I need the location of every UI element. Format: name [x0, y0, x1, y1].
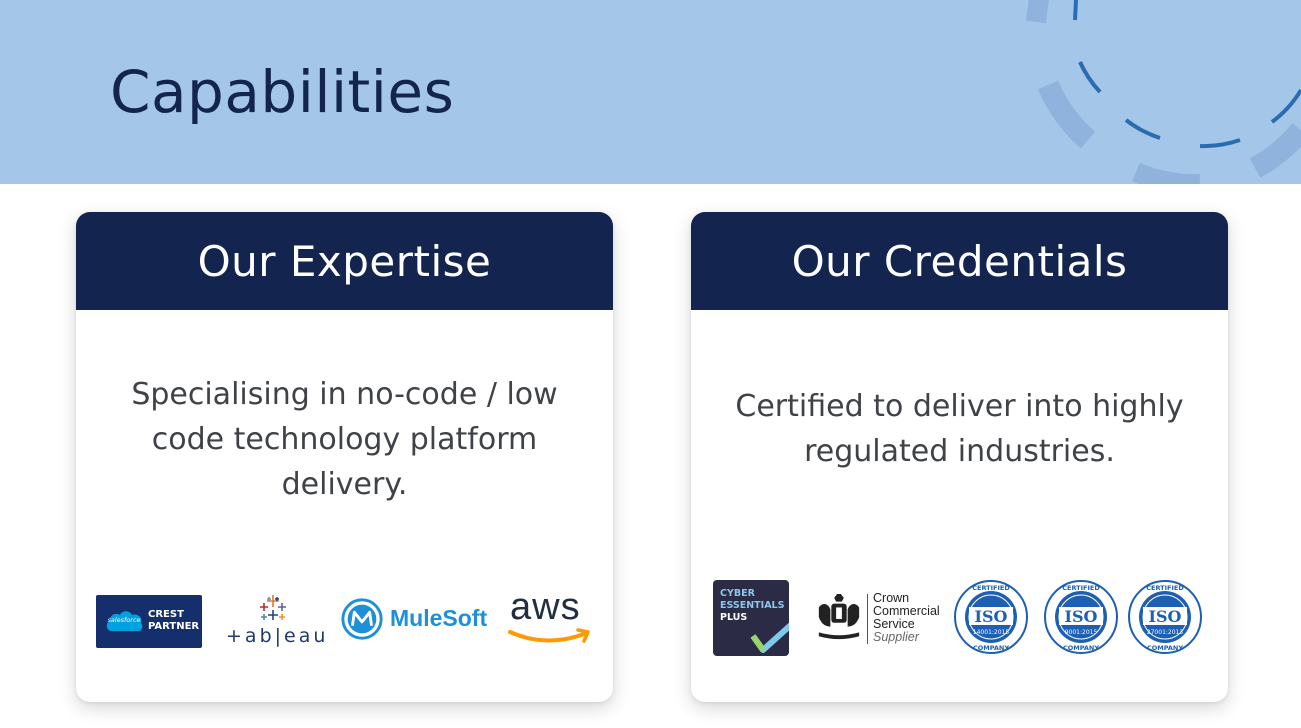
- ccs-divider: [867, 594, 868, 644]
- aws-smile-icon: [508, 628, 590, 643]
- credentials-card-header: Our Credentials: [691, 212, 1228, 310]
- iso-14001-badge: ISO 14001:2015 CERTIFIED COMPANY: [953, 579, 1029, 655]
- iso2-label: ISO: [1065, 607, 1098, 626]
- essentials-line: ESSENTIALS: [720, 600, 785, 611]
- decorative-arcs-icon: [1026, 0, 1301, 184]
- iso1-bottom: COMPANY: [973, 644, 1009, 652]
- tableau-crosses-icon: [260, 595, 286, 620]
- iso1-standard: 14001:2015: [973, 629, 1010, 636]
- salesforce-crest-partner-logo: salesforce CREST PARTNER: [96, 595, 202, 648]
- header-banner: Capabilities: [0, 0, 1301, 184]
- mulesoft-m-icon: [341, 598, 383, 640]
- iso-seal-icon: ISO 14001:2015 CERTIFIED COMPANY: [954, 580, 1028, 654]
- expertise-card-header: Our Expertise: [76, 212, 613, 310]
- iso-27001-badge: ISO 27001:2013 CERTIFIED COMPANY: [1127, 579, 1203, 655]
- salesforce-wordmark: salesforce: [107, 616, 141, 624]
- iso2-bottom: COMPANY: [1063, 644, 1099, 652]
- commercial-line: Commercial: [873, 604, 940, 618]
- salesforce-cloud-icon: [106, 611, 143, 632]
- iso-9001-badge: ISO 9001:2015 CERTIFIED COMPANY: [1043, 579, 1119, 655]
- supplier-line: Supplier: [873, 630, 919, 644]
- expertise-description: Specialising in no-code / low code techn…: [131, 377, 558, 502]
- crown-line: Crown: [873, 591, 910, 605]
- iso1-top: CERTIFIED: [972, 584, 1010, 592]
- iso-seal-icon: ISO 27001:2013 CERTIFIED COMPANY: [1128, 580, 1202, 654]
- plus-line: PLUS: [720, 612, 748, 623]
- expertise-card: Our Expertise Specialising in no-code / …: [76, 212, 613, 702]
- aws-wordmark: aws: [510, 586, 581, 628]
- iso3-label: ISO: [1149, 607, 1182, 626]
- iso3-standard: 27001:2013: [1147, 629, 1184, 636]
- cyber-essentials-plus-logo: CYBER ESSENTIALS PLUS: [713, 580, 789, 656]
- crest-label: CREST: [148, 609, 184, 620]
- mulesoft-logo: MuleSoft: [340, 596, 488, 642]
- iso1-label: ISO: [975, 607, 1008, 626]
- credentials-card: Our Credentials Certified to deliver int…: [691, 212, 1228, 702]
- credentials-description: Certified to deliver into highly regulat…: [735, 389, 1184, 469]
- tableau-wordmark: +ab|eau: [226, 625, 329, 647]
- crown-commercial-service-logo: Crown Commercial Service Supplier: [815, 590, 943, 650]
- royal-crest-icon: [818, 594, 860, 640]
- aws-logo: aws: [506, 586, 596, 648]
- partner-label: PARTNER: [148, 621, 200, 632]
- crest-partner-label: CREST PARTNER: [148, 609, 199, 633]
- iso-seal-icon: ISO 9001:2015 CERTIFIED COMPANY: [1044, 580, 1118, 654]
- mulesoft-wordmark: MuleSoft: [390, 605, 488, 631]
- cyber-line: CYBER: [720, 588, 755, 599]
- service-line: Service: [873, 617, 915, 631]
- iso3-top: CERTIFIED: [1146, 584, 1184, 592]
- page-title: Capabilities: [110, 58, 455, 126]
- ccs-label: Crown Commercial Service Supplier: [873, 592, 940, 644]
- iso3-bottom: COMPANY: [1147, 644, 1183, 652]
- checkmark-icon: [750, 622, 789, 653]
- iso2-standard: 9001:2015: [1065, 629, 1098, 636]
- iso2-top: CERTIFIED: [1062, 584, 1100, 592]
- cyber-essentials-label: CYBER ESSENTIALS PLUS: [720, 588, 784, 624]
- tableau-logo: +ab|eau: [226, 593, 329, 648]
